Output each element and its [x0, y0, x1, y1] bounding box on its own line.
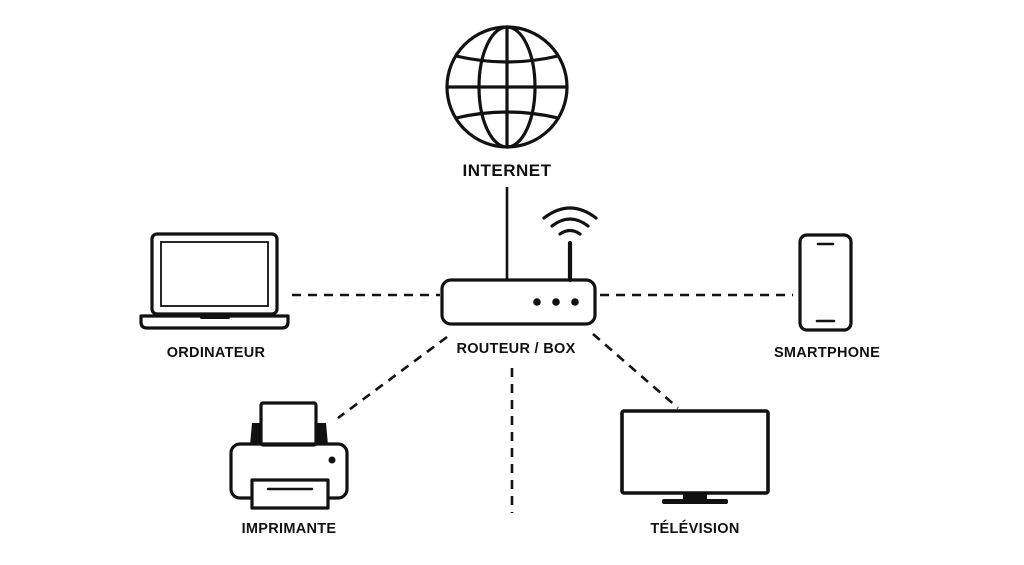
globe-icon: [445, 25, 569, 149]
computer-label: ORDINATEUR: [167, 345, 266, 361]
connection-router-television: [592, 333, 679, 409]
smartphone-icon: [798, 233, 853, 332]
printer-icon: [229, 401, 349, 510]
wifi-icon: [542, 206, 598, 236]
connection-router-printer: [337, 335, 448, 420]
printer-label: IMPRIMANTE: [242, 521, 337, 537]
router-icon: [440, 240, 597, 326]
router-label: ROUTEUR / BOX: [456, 341, 575, 357]
connections: [292, 187, 793, 513]
laptop-icon: [139, 232, 290, 330]
television-icon: [620, 409, 770, 504]
television-label: TÉLÉVISION: [650, 520, 739, 537]
internet-label: INTERNET: [463, 161, 552, 180]
smartphone-label: SMARTPHONE: [774, 345, 880, 361]
